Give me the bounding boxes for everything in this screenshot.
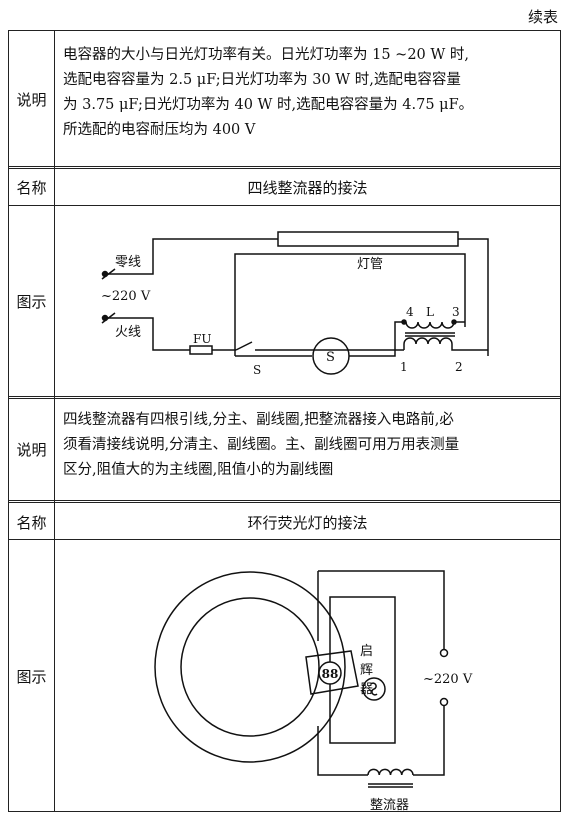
- terminal-2: 2: [455, 360, 463, 374]
- switch-label: S: [253, 363, 261, 377]
- wiring-table: 说明 电容器的大小与日光灯功率有关。日光灯功率为 15 ~20 W 时, 选配电…: [8, 30, 561, 812]
- lamp-outer-ring: [154, 571, 346, 763]
- note1-label: 说明: [16, 91, 47, 109]
- live-wire: [107, 317, 190, 351]
- note2-line: 四线整流器有四根引线,分主、副线圈,把整流器接入电路前,必: [63, 412, 454, 428]
- note1-line: 电容器的大小与日光灯功率有关。日光灯功率为 15 ~20 W 时,: [63, 47, 469, 63]
- note2-text: 四线整流器有四根引线,分主、副线圈,把整流器接入电路前,必 须看清接线说明,分清…: [63, 408, 552, 483]
- coil-label-L: L: [426, 305, 434, 319]
- live-label: 火线: [115, 325, 141, 340]
- lamp-inner-ring: [180, 597, 320, 737]
- ballast-coil: [367, 768, 414, 776]
- circular-lamp-diagram: 88 启 辉 器 ~220 V 整流器: [154, 570, 473, 811]
- supply-terminal-bottom: [439, 697, 449, 707]
- ballast-wire-left: [317, 726, 368, 776]
- note1-line: 为 3.75 μF;日光灯功率为 40 W 时,选配电容容量为 4.75 μF。: [63, 97, 474, 113]
- note1-line: 选配电容容量为 2.5 μF;日光灯功率为 30 W 时,选配电容容量: [63, 72, 461, 88]
- row-divider: [9, 205, 560, 206]
- note2-line: 区分,阻值大的为主线圈,阻值小的为副线圈: [63, 462, 334, 478]
- note2-label: 说明: [16, 441, 47, 459]
- starter-char-3: 器: [360, 682, 373, 697]
- fig2-label: 图示: [16, 668, 47, 686]
- starter-wire-right: [349, 321, 406, 357]
- secondary-coil: [405, 321, 455, 329]
- row-divider: [9, 166, 560, 169]
- terminal-1: 1: [400, 360, 408, 374]
- switch-blade: [235, 341, 253, 351]
- column-divider: [54, 31, 55, 811]
- supply-wire-top: [318, 570, 445, 649]
- name1-title: 四线整流器的接法: [247, 179, 368, 197]
- terminal-3: 3: [452, 305, 460, 319]
- note2-line: 须看清接线说明,分清主、副线圈。主、副线圈可用万用表测量: [63, 437, 460, 453]
- note1-line: 所选配的电容耐压均为 400 V: [63, 122, 256, 138]
- starter-label: S: [326, 350, 335, 365]
- neutral-wire: [107, 238, 278, 275]
- voltage-label: ~220 V: [101, 289, 151, 304]
- name1-label: 名称: [16, 179, 47, 197]
- name2-title: 环行荧光灯的接法: [247, 514, 368, 532]
- tube-label: 灯管: [357, 257, 383, 272]
- socket-label: 88: [322, 667, 339, 681]
- four-wire-ballast-diagram: 零线 ~220 V 火线 FU S 灯管 S 4 L 3 1 2: [101, 231, 489, 377]
- starter-char-1: 启: [360, 644, 373, 659]
- row-divider: [9, 396, 560, 399]
- neutral-label: 零线: [115, 255, 141, 270]
- supply-terminal-top: [439, 648, 449, 658]
- continued-label: 续表: [527, 8, 558, 26]
- ballast-label: 整流器: [370, 798, 409, 811]
- tube-shape: [277, 231, 459, 247]
- voltage-label: ~220 V: [423, 672, 473, 687]
- fig1-label: 图示: [16, 293, 47, 311]
- row-divider: [9, 539, 560, 540]
- note1-text: 电容器的大小与日光灯功率有关。日光灯功率为 15 ~20 W 时, 选配电容容量…: [63, 43, 552, 143]
- lamp-socket: [305, 650, 359, 695]
- starter-bulb: [362, 677, 386, 701]
- fuse-shape: [189, 345, 213, 355]
- right-wire: [458, 238, 489, 356]
- row-divider: [9, 500, 560, 503]
- inner-loop-wire: [234, 253, 466, 356]
- fuse-label: FU: [193, 332, 211, 346]
- supply-wire-bottom: [413, 706, 445, 776]
- name2-label: 名称: [16, 514, 47, 532]
- primary-coil: [403, 337, 453, 345]
- starter-char-2: 辉: [360, 663, 373, 678]
- terminal-4: 4: [406, 305, 414, 319]
